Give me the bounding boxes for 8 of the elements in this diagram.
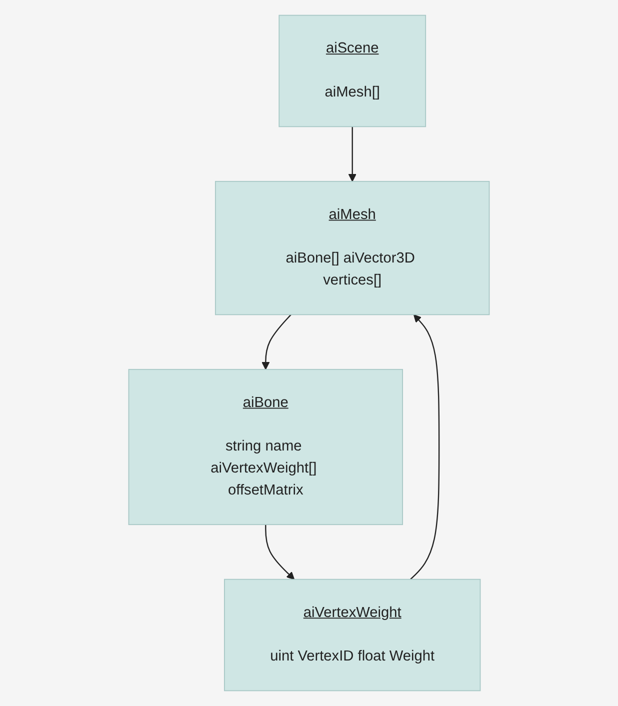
node-box: aiVertexWeight uint VertexID float Weight — [224, 578, 481, 692]
node-box: aiScene aiMesh[] — [278, 14, 426, 128]
arrow — [262, 314, 292, 370]
node-box: aiBone string name aiVertexWeight[] offsetMatrix — [128, 368, 403, 526]
node-box: aiMesh aiBone[] aiVector3D vertices[] — [215, 180, 490, 316]
arrow — [265, 524, 295, 580]
arrow — [410, 314, 440, 580]
arrow — [348, 126, 356, 182]
